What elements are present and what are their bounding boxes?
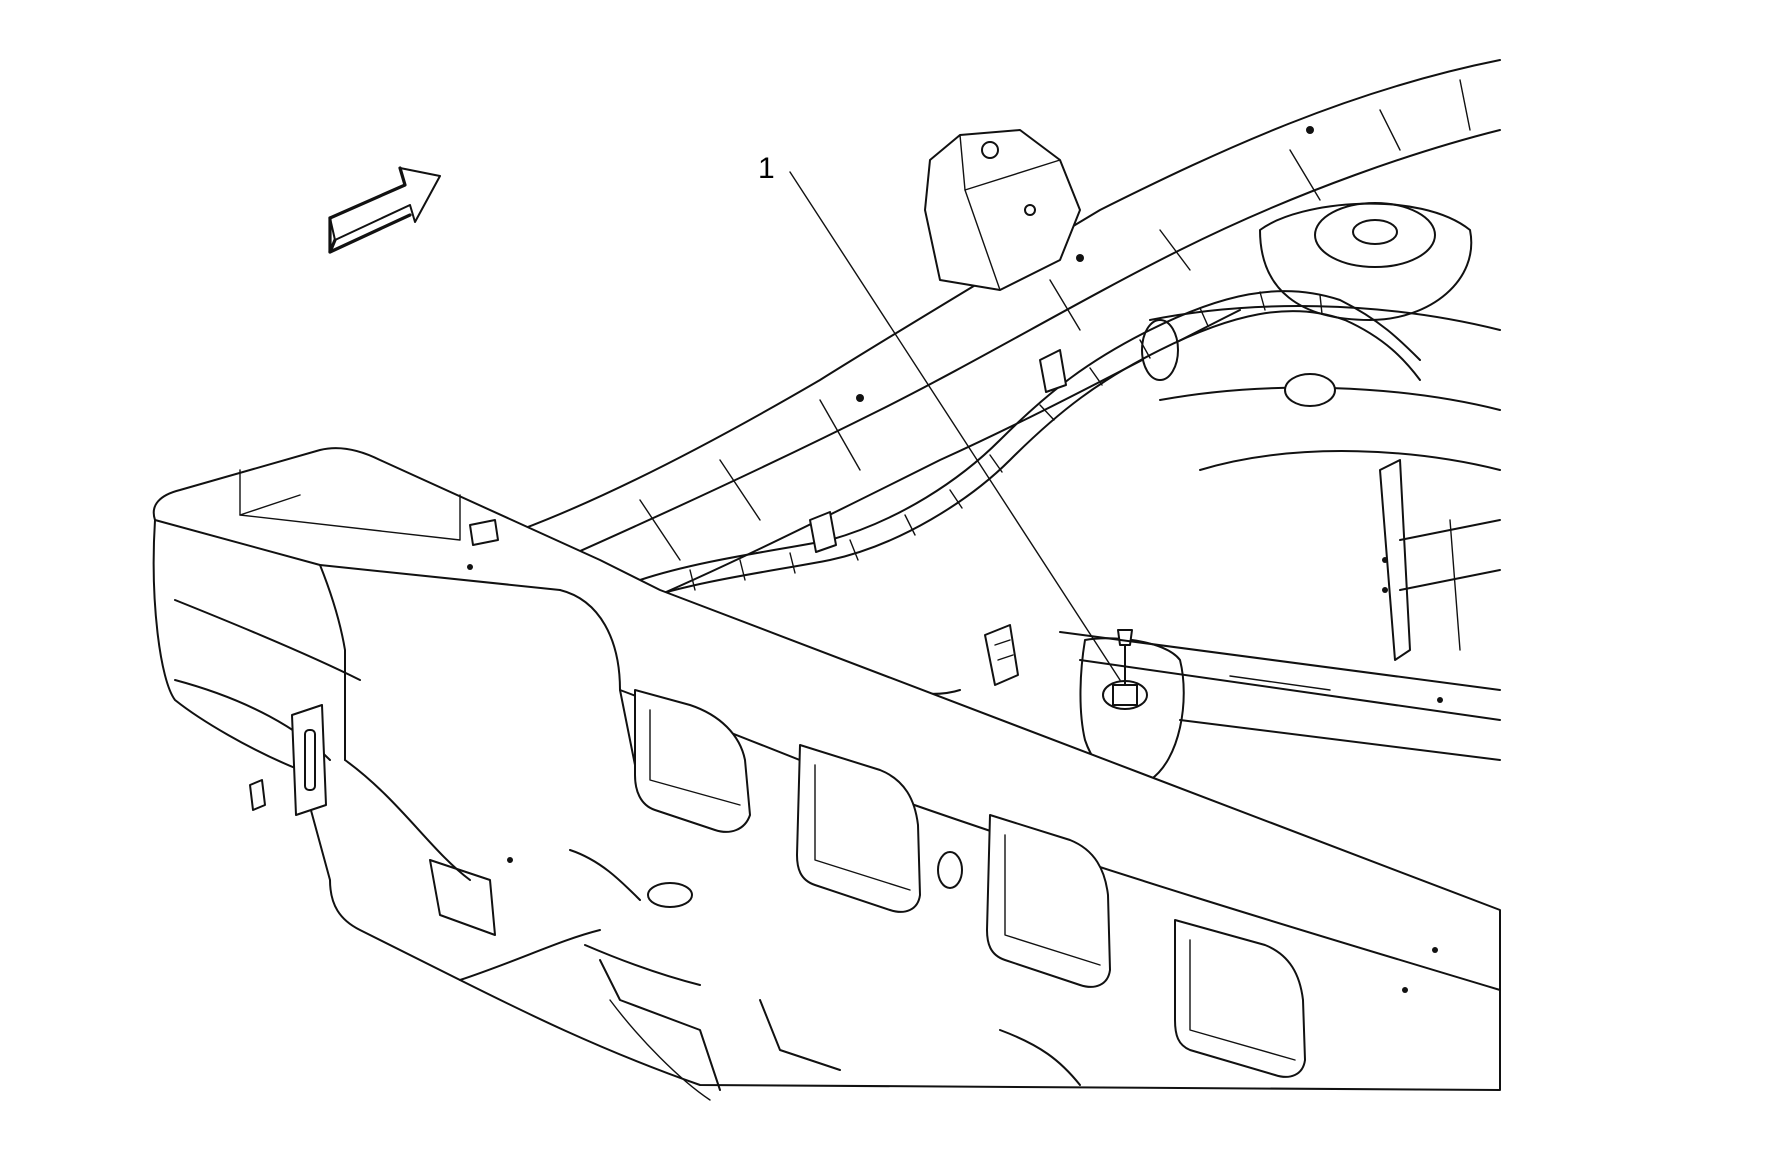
front-direction-arrow-icon bbox=[328, 166, 441, 254]
harness-clip bbox=[1079, 629, 1185, 784]
bumper-lower-flange bbox=[429, 849, 1081, 1101]
harness-connector bbox=[984, 624, 1019, 686]
side-bracket bbox=[1379, 459, 1501, 661]
lower-rail bbox=[1059, 631, 1501, 761]
frame-rail bbox=[519, 59, 1501, 621]
crossmember bbox=[1141, 202, 1501, 471]
callout-1-label: 1 bbox=[758, 152, 775, 185]
callout-leader bbox=[789, 171, 1121, 681]
bumper-openings bbox=[634, 689, 1306, 1078]
frame-bracket bbox=[924, 129, 1081, 291]
